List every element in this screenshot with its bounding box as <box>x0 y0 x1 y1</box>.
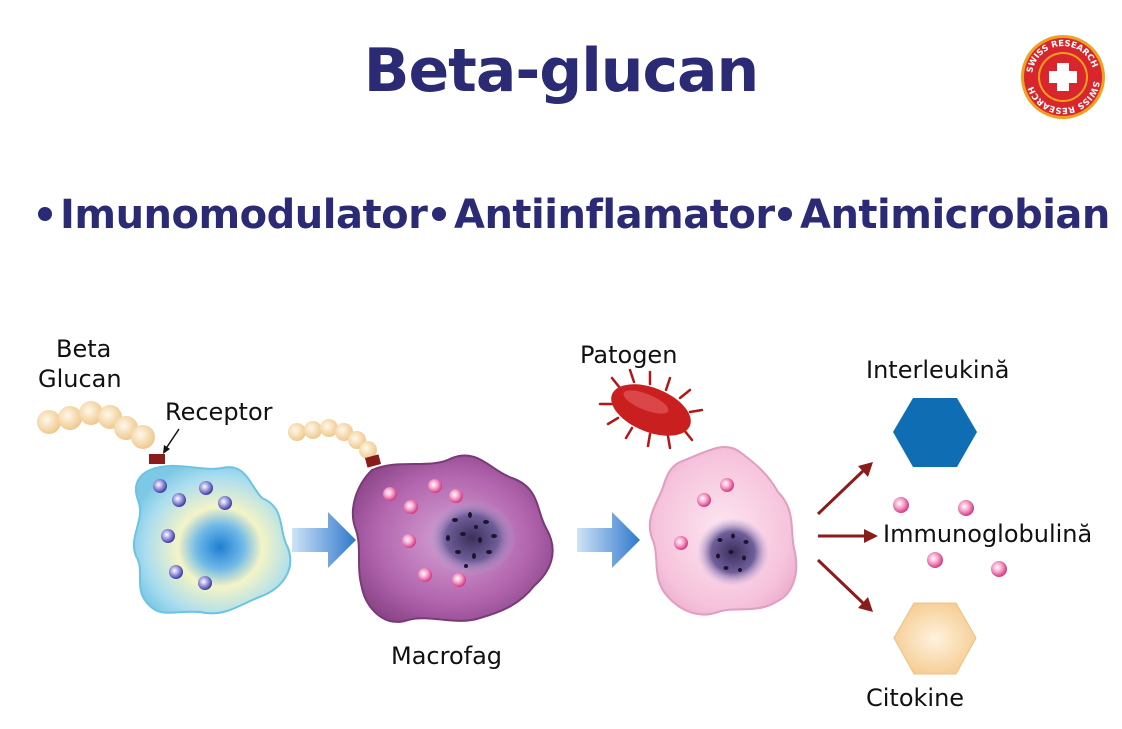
beta-glucan-chain <box>288 419 377 459</box>
property-label: Imunomodulator <box>60 192 428 238</box>
page-title: Beta-glucan <box>363 36 760 106</box>
property-item: Imunomodulator <box>38 192 428 238</box>
bullet-icon <box>778 207 792 221</box>
interleukin-label: Interleukină <box>866 356 1010 384</box>
output-arrows <box>816 462 878 612</box>
beta-glucan-label-line1: Beta <box>56 335 112 363</box>
nucleus-specks <box>716 533 749 572</box>
interleukin-hexagon-icon <box>893 398 977 467</box>
pathogen-bacterium <box>598 368 704 450</box>
cell-nucleus <box>428 500 516 576</box>
receptor-marker <box>149 454 165 464</box>
blue-granules <box>153 479 232 590</box>
macrophage-label: Macrofag <box>391 642 503 670</box>
pink-granules <box>383 479 466 587</box>
property-label: Antimicrobian <box>800 192 1110 238</box>
swiss-research-badge: SWISS RESEARCH SWISS RESEARCH <box>1020 34 1106 120</box>
receptor-pointer <box>164 428 180 451</box>
pathogen-label: Patogen <box>580 341 678 369</box>
property-item: Antiinflamator <box>432 192 775 238</box>
arrow-right-icon <box>577 512 640 568</box>
property-item: Antimicrobian <box>778 192 1110 238</box>
immunoglobulin-particles <box>893 497 1007 577</box>
cytokines-label: Citokine <box>866 684 965 712</box>
immunoglobulin-label: Immunoglobulină <box>883 520 1093 548</box>
beta-glucan-chain <box>37 401 155 449</box>
bullet-icon <box>432 207 446 221</box>
receptor-marker <box>364 454 382 468</box>
beta-glucan-label-line2: Glucan <box>38 365 122 393</box>
property-label: Antiinflamator <box>454 192 775 238</box>
nucleus-specks <box>446 512 497 568</box>
arrow-right-icon <box>292 512 356 568</box>
cytokine-hexagon-icon <box>893 602 977 675</box>
receptor-label: Receptor <box>165 398 273 426</box>
bullet-icon <box>38 207 52 221</box>
pink-granules <box>674 478 734 550</box>
